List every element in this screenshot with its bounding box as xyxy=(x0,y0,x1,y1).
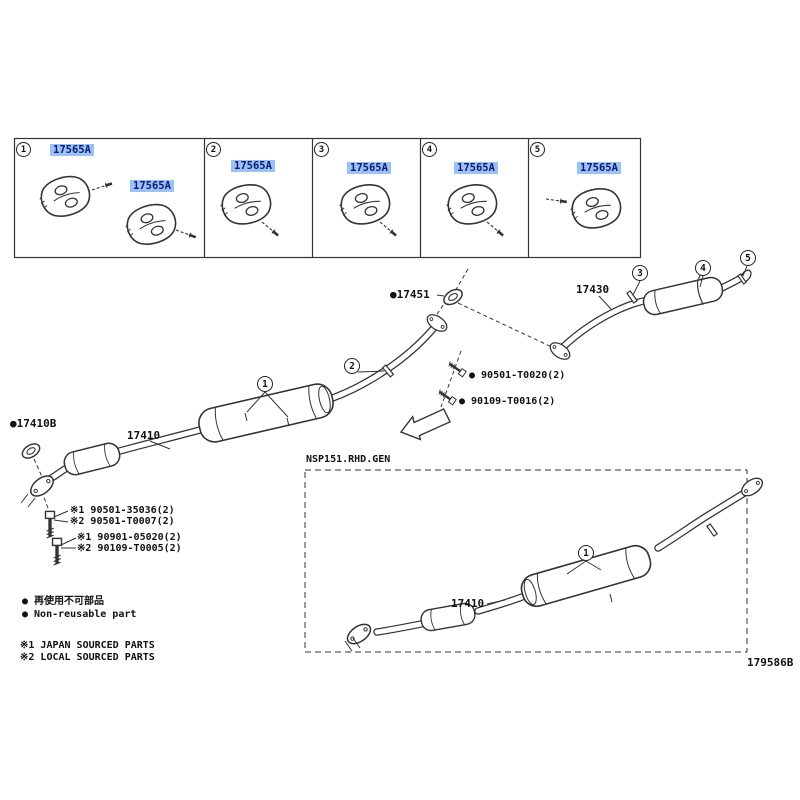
part-label-17410-sub: 17410 xyxy=(451,597,485,610)
rear-exhaust-assembly-drawing xyxy=(546,269,752,364)
bolt-pin-drawing xyxy=(377,218,399,239)
flange-drawing xyxy=(343,619,375,649)
front-exhaust-assembly-drawing xyxy=(20,310,451,508)
rear-muffler-drawing xyxy=(642,272,724,316)
part-note-90501-t0007: ※2 90501-T0007(2) xyxy=(70,516,175,527)
legend-local-sourced: ※2 LOCAL SOURCED PARTS xyxy=(20,652,155,663)
variant-boundary-box xyxy=(304,469,748,653)
part-label-17565a[interactable]: 17565A xyxy=(130,180,174,192)
callout-leader-lines xyxy=(149,265,748,605)
callout-1-sub: 1 xyxy=(578,545,594,561)
sub-exhaust-assembly-drawing xyxy=(343,474,767,652)
catalytic-converter-drawing xyxy=(63,442,121,476)
part-note-90501-35036: ※1 90501-35036(2) xyxy=(70,505,175,516)
part-label-17410b: ●17410B xyxy=(10,417,57,430)
panel-number-2: 2 xyxy=(206,142,221,157)
sub-converter-drawing xyxy=(420,602,476,632)
exhaust-hanger-drawing xyxy=(216,178,276,231)
exhaust-hanger-drawing xyxy=(34,169,96,224)
variant-panel-grid xyxy=(13,137,642,259)
legend-nonreusable-en: ● Non-reusable part xyxy=(22,609,137,620)
exhaust-hanger-drawing xyxy=(335,178,395,231)
part-note-90109-t0005: ※2 90109-T0005(2) xyxy=(77,543,182,554)
part-label-17430: 17430 xyxy=(576,283,610,296)
callout-4: 4 xyxy=(695,260,711,276)
part-label-17565a[interactable]: 17565A xyxy=(454,162,498,174)
panel-number-1: 1 xyxy=(16,142,31,157)
bolt-drawing xyxy=(445,359,468,378)
bolt-pin-drawing xyxy=(484,218,506,239)
hanger-bracket-drawing xyxy=(381,364,395,378)
legend-nonreusable-jp: ● 再使用不可部品 xyxy=(22,596,105,607)
direction-arrow xyxy=(399,408,451,441)
sub-muffler-drawing xyxy=(520,544,652,608)
exhaust-hanger-drawing xyxy=(120,197,182,252)
part-note-90901-05020: ※1 90901-05020(2) xyxy=(77,532,182,543)
panel-number-4: 4 xyxy=(422,142,437,157)
part-label-17451: ●17451 xyxy=(390,288,430,301)
variant-code-label: NSP151.RHD.GEN xyxy=(306,454,391,465)
exhaust-hanger-drawing xyxy=(442,178,502,231)
panel-number-5: 5 xyxy=(530,142,545,157)
hanger-bracket-drawing xyxy=(626,290,638,304)
part-label-17565a[interactable]: 17565A xyxy=(347,162,391,174)
part-label-17410: 17410 xyxy=(127,429,161,442)
callout-3: 3 xyxy=(632,265,648,281)
hanger-bracket-drawing xyxy=(737,273,747,285)
part-label-17565a[interactable]: 17565A xyxy=(231,160,275,172)
bolt-pin-drawing xyxy=(259,218,281,239)
callout-5: 5 xyxy=(740,250,756,266)
part-label-90109-t0016: ● 90109-T0016(2) xyxy=(459,396,556,407)
callout-2: 2 xyxy=(344,358,360,374)
panel-number-3: 3 xyxy=(314,142,329,157)
fastener-bolts-drawing xyxy=(43,509,77,567)
legend-japan-sourced: ※1 JAPAN SOURCED PARTS xyxy=(20,640,155,651)
bolt-pin-drawing xyxy=(89,179,115,194)
bolt-pin-drawing xyxy=(173,226,198,241)
part-label-17565a[interactable]: 17565A xyxy=(577,162,621,174)
part-label-17565a[interactable]: 17565A xyxy=(50,144,94,156)
bolt-pin-drawing xyxy=(544,195,569,206)
callout-1: 1 xyxy=(257,376,273,392)
part-label-90501-t0020: ● 90501-T0020(2) xyxy=(469,370,566,381)
front-muffler-drawing xyxy=(198,383,334,443)
diagram-code-label: 179586B xyxy=(747,656,794,669)
gasket-17410b-drawing xyxy=(19,440,43,462)
exhaust-hanger-drawing xyxy=(566,182,626,235)
hanger-bracket-drawing xyxy=(706,523,718,537)
